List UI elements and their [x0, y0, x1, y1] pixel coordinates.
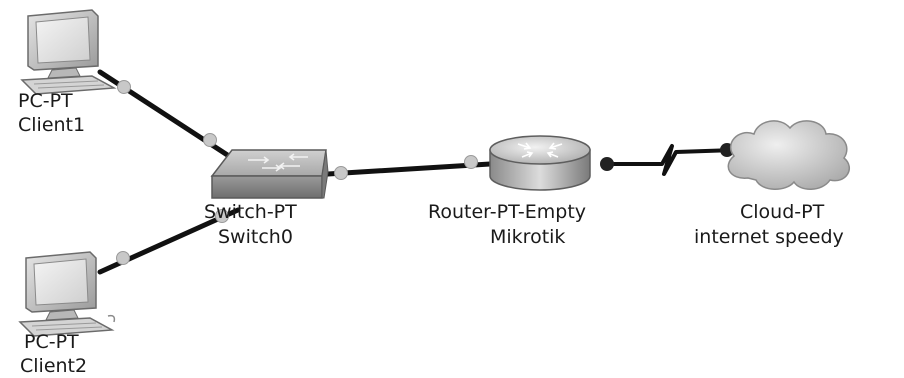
link-router-cloud-serial[interactable] — [603, 144, 737, 176]
client2-name-label: Client2 — [20, 355, 88, 377]
switch0-type-label: Switch-PT — [204, 201, 297, 223]
port-light-client1 — [117, 80, 131, 94]
cloud-name-label: internet speedy — [694, 226, 844, 248]
serial-endpoint-router — [600, 157, 614, 171]
port-light-switch0-client2 — [215, 209, 229, 223]
pc-icon[interactable] — [20, 9, 117, 95]
link-switch0-router[interactable] — [325, 161, 493, 177]
port-light-client2 — [116, 251, 130, 265]
client1-type-label: PC-PT — [18, 90, 73, 112]
router-name-label: Mikrotik — [490, 226, 566, 248]
switch-icon[interactable] — [210, 149, 329, 199]
port-lights — [116, 80, 734, 265]
links-layer — [97, 69, 737, 275]
client2-type-label: PC-PT — [24, 331, 79, 353]
router-icon[interactable] — [489, 135, 591, 191]
cloud-icon[interactable] — [727, 120, 850, 190]
port-light-switch0-client1 — [203, 133, 217, 147]
router-type-label: Router-PT-Empty — [428, 201, 587, 223]
client1-name-label: Client1 — [18, 114, 86, 136]
switch0-name-label: Switch0 — [218, 226, 293, 248]
port-light-router — [464, 155, 478, 169]
pc-icon[interactable] — [18, 251, 116, 337]
cloud-type-label: Cloud-PT — [740, 201, 825, 223]
port-light-switch0-router — [334, 166, 348, 180]
